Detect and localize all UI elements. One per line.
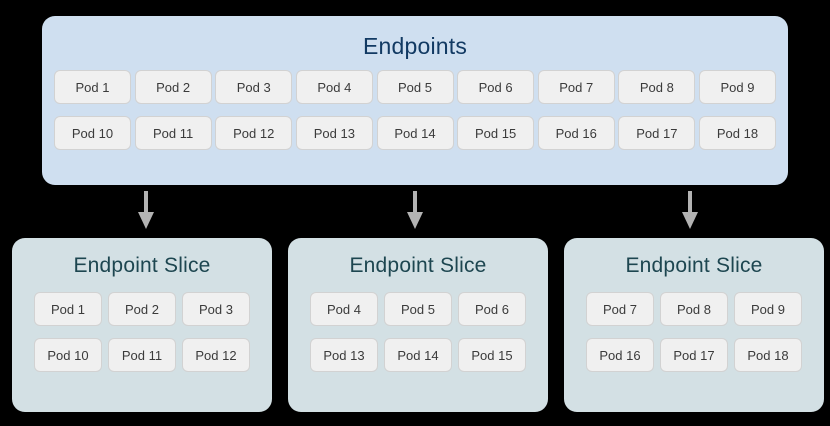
pod-chip[interactable]: Pod 14 xyxy=(384,338,452,372)
pod-chip[interactable]: Pod 13 xyxy=(310,338,378,372)
pod-chip[interactable]: Pod 5 xyxy=(384,292,452,326)
endpoint-slice-pod-grid: Pod 4 Pod 5 Pod 6 Pod 13 Pod 14 Pod 15 xyxy=(288,292,548,372)
endpoint-slice-pod-grid: Pod 7 Pod 8 Pod 9 Pod 16 Pod 17 Pod 18 xyxy=(564,292,824,372)
pod-chip[interactable]: Pod 15 xyxy=(457,116,535,150)
endpoint-slice-title: Endpoint Slice xyxy=(625,254,763,277)
pod-chip[interactable]: Pod 15 xyxy=(458,338,526,372)
pod-chip[interactable]: Pod 11 xyxy=(108,338,176,372)
endpoint-slice-title: Endpoint Slice xyxy=(349,254,487,277)
pod-chip[interactable]: Pod 12 xyxy=(215,116,293,150)
down-arrow-icon xyxy=(407,191,423,229)
pod-chip[interactable]: Pod 4 xyxy=(310,292,378,326)
pod-chip[interactable]: Pod 10 xyxy=(54,116,131,150)
down-arrow-icon xyxy=(138,191,154,229)
pod-chip[interactable]: Pod 9 xyxy=(699,70,776,104)
pod-chip[interactable]: Pod 9 xyxy=(734,292,802,326)
pod-chip[interactable]: Pod 17 xyxy=(660,338,728,372)
endpoint-slice-pod-row-1: Pod 1 Pod 2 Pod 3 xyxy=(34,292,250,326)
pod-chip[interactable]: Pod 11 xyxy=(134,116,212,150)
pod-chip[interactable]: Pod 18 xyxy=(734,338,802,372)
endpoint-slice-box-1: Endpoint Slice Pod 1 Pod 2 Pod 3 Pod 10 … xyxy=(12,238,272,412)
pod-chip[interactable]: Pod 14 xyxy=(376,116,454,150)
pod-chip[interactable]: Pod 13 xyxy=(295,116,373,150)
endpoint-slice-pod-grid: Pod 1 Pod 2 Pod 3 Pod 10 Pod 11 Pod 12 xyxy=(12,292,272,372)
endpoint-slice-pod-row-1: Pod 4 Pod 5 Pod 6 xyxy=(310,292,526,326)
endpoint-slice-pod-row-2: Pod 16 Pod 17 Pod 18 xyxy=(586,338,802,372)
pod-chip[interactable]: Pod 18 xyxy=(699,116,776,150)
pod-chip[interactable]: Pod 6 xyxy=(458,292,526,326)
pod-chip[interactable]: Pod 5 xyxy=(376,70,454,104)
pod-chip[interactable]: Pod 2 xyxy=(134,70,212,104)
endpoints-title: Endpoints xyxy=(362,33,468,59)
pod-chip[interactable]: Pod 1 xyxy=(54,70,131,104)
pod-chip[interactable]: Pod 8 xyxy=(660,292,728,326)
pod-chip[interactable]: Pod 3 xyxy=(182,292,250,326)
endpoint-slice-pod-row-2: Pod 13 Pod 14 Pod 15 xyxy=(310,338,526,372)
down-arrow-icon xyxy=(682,191,698,229)
endpoint-slice-pod-row-1: Pod 7 Pod 8 Pod 9 xyxy=(586,292,802,326)
pod-chip[interactable]: Pod 3 xyxy=(215,70,293,104)
pod-chip[interactable]: Pod 2 xyxy=(108,292,176,326)
endpoint-slice-box-3: Endpoint Slice Pod 7 Pod 8 Pod 9 Pod 16 … xyxy=(564,238,824,412)
endpoint-slice-title: Endpoint Slice xyxy=(73,254,211,277)
pod-chip[interactable]: Pod 16 xyxy=(537,116,615,150)
endpoint-slice-box-2: Endpoint Slice Pod 4 Pod 5 Pod 6 Pod 13 … xyxy=(288,238,548,412)
pod-chip[interactable]: Pod 7 xyxy=(586,292,654,326)
endpoints-pod-row-1: Pod 1 Pod 2 Pod 3 Pod 4 Pod 5 Pod 6 Pod … xyxy=(54,70,776,104)
pod-chip[interactable]: Pod 12 xyxy=(182,338,250,372)
endpoints-pod-grid: Pod 1 Pod 2 Pod 3 Pod 4 Pod 5 Pod 6 Pod … xyxy=(42,70,788,150)
pod-chip[interactable]: Pod 7 xyxy=(537,70,615,104)
pod-chip[interactable]: Pod 4 xyxy=(295,70,373,104)
pod-chip[interactable]: Pod 10 xyxy=(34,338,102,372)
pod-chip[interactable]: Pod 17 xyxy=(618,116,696,150)
endpoints-box: Endpoints Pod 1 Pod 2 Pod 3 Pod 4 Pod 5 … xyxy=(42,16,788,185)
endpoints-pod-row-2: Pod 10 Pod 11 Pod 12 Pod 13 Pod 14 Pod 1… xyxy=(54,116,776,150)
pod-chip[interactable]: Pod 6 xyxy=(457,70,535,104)
pod-chip[interactable]: Pod 1 xyxy=(34,292,102,326)
pod-chip[interactable]: Pod 16 xyxy=(586,338,654,372)
pod-chip[interactable]: Pod 8 xyxy=(618,70,696,104)
endpoint-slice-pod-row-2: Pod 10 Pod 11 Pod 12 xyxy=(34,338,250,372)
